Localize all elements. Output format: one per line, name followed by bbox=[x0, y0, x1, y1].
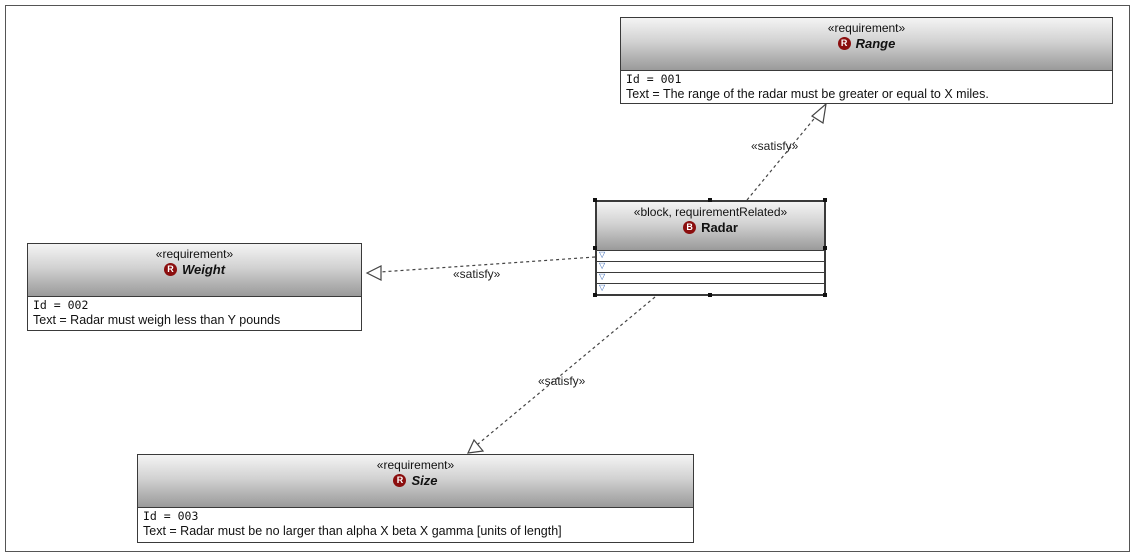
requirement-icon: R bbox=[393, 474, 407, 488]
requirement-size-id: Id = 003 bbox=[143, 509, 199, 523]
arrowhead-range bbox=[810, 102, 827, 124]
requirement-size-name: Size bbox=[411, 473, 438, 488]
selection-handle[interactable] bbox=[823, 198, 827, 202]
selection-handle[interactable] bbox=[593, 198, 597, 202]
requirement-weight-text: Text = Radar must weigh less than Y poun… bbox=[33, 313, 281, 327]
selection-handle[interactable] bbox=[823, 246, 827, 250]
collapse-triangle-icon[interactable]: ▽ bbox=[599, 283, 606, 292]
requirement-range-id: Id = 001 bbox=[626, 72, 682, 86]
requirement-range-header: «requirement» R Range bbox=[621, 18, 1112, 71]
requirement-weight-name: Weight bbox=[181, 262, 226, 277]
requirement-icon: R bbox=[163, 263, 177, 277]
block-icon: B bbox=[683, 221, 697, 235]
requirement-icon: R bbox=[837, 37, 851, 51]
requirement-weight-header: «requirement» R Weight bbox=[28, 244, 361, 297]
requirement-size-header: «requirement» R Size bbox=[138, 455, 693, 508]
requirement-size-box[interactable]: «requirement» R Size Id = 003 Text = Rada… bbox=[137, 454, 694, 543]
selection-handle[interactable] bbox=[708, 293, 712, 297]
block-radar-name: Radar bbox=[701, 220, 738, 235]
collapse-triangle-icon[interactable]: ▽ bbox=[599, 272, 606, 281]
arrowhead-weight bbox=[365, 265, 382, 281]
satisfy-label-size[interactable]: «satisfy» bbox=[538, 374, 586, 388]
requirement-range-text: Text = The range of the radar must be gr… bbox=[626, 87, 989, 101]
block-compartment-4[interactable]: ▽ bbox=[597, 283, 824, 294]
block-compartment-2[interactable]: ▽ bbox=[597, 261, 824, 272]
block-radar-header: «block, requirementRelated» B Radar bbox=[597, 202, 824, 251]
satisfy-label-range[interactable]: «satisfy» bbox=[751, 139, 799, 153]
block-compartment-1[interactable]: ▽ bbox=[597, 250, 824, 261]
requirement-size-text: Text = Radar must be no larger than alph… bbox=[143, 524, 562, 538]
requirement-weight-stereotype: «requirement» bbox=[155, 247, 234, 261]
collapse-triangle-icon[interactable]: ▽ bbox=[599, 250, 606, 259]
requirement-range-stereotype: «requirement» bbox=[827, 21, 906, 35]
satisfy-label-weight[interactable]: «satisfy» bbox=[453, 267, 501, 281]
requirement-range-box[interactable]: «requirement» R Range Id = 001 Text = The… bbox=[620, 17, 1113, 104]
requirement-size-attributes: Id = 003 Text = Radar must be no larger … bbox=[138, 508, 693, 540]
selection-handle[interactable] bbox=[823, 293, 827, 297]
requirement-weight-box[interactable]: «requirement» R Weight Id = 002 Text = Ra… bbox=[27, 243, 362, 331]
requirement-range-attributes: Id = 001 Text = The range of the radar m… bbox=[621, 71, 1112, 103]
block-radar-box[interactable]: «block, requirementRelated» B Radar ▽ ▽ ▽… bbox=[595, 200, 826, 296]
arrowhead-size bbox=[466, 438, 485, 454]
selection-handle[interactable] bbox=[593, 246, 597, 250]
satisfy-line-size[interactable] bbox=[477, 296, 656, 445]
requirement-size-stereotype: «requirement» bbox=[376, 458, 455, 472]
block-radar-stereotype: «block, requirementRelated» bbox=[633, 205, 788, 219]
requirement-weight-attributes: Id = 002 Text = Radar must weigh less th… bbox=[28, 297, 361, 329]
block-compartment-3[interactable]: ▽ bbox=[597, 272, 824, 283]
satisfy-line-range[interactable] bbox=[746, 113, 819, 201]
selection-handle[interactable] bbox=[708, 198, 712, 202]
requirement-range-name: Range bbox=[855, 36, 896, 51]
requirement-weight-id: Id = 002 bbox=[33, 298, 89, 312]
collapse-triangle-icon[interactable]: ▽ bbox=[599, 261, 606, 270]
selection-handle[interactable] bbox=[593, 293, 597, 297]
